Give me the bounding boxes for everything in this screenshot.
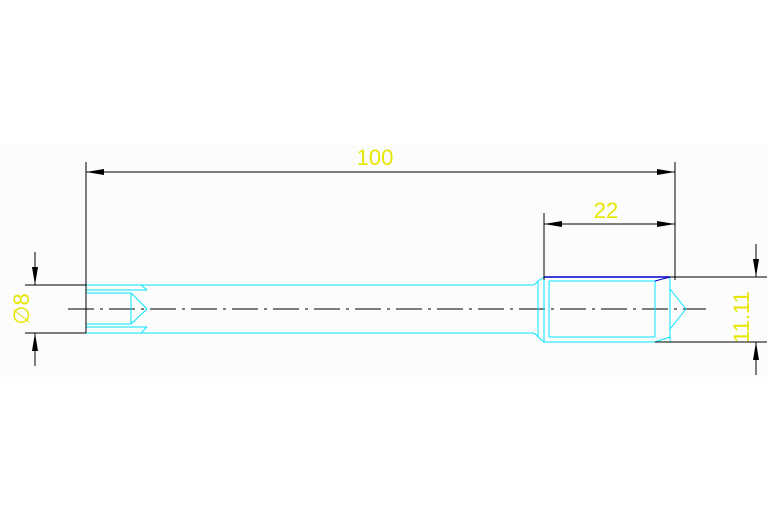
thread-step-top [140, 284, 148, 291]
dimension-text-step-length: 22 [594, 198, 618, 223]
arrow-dia8-top [32, 267, 38, 285]
arrow-dia11-top [753, 259, 759, 277]
dimension-text-large-diameter: 11.11 [729, 291, 754, 343]
arrow-step-right [657, 221, 675, 227]
chamfer-left-top [537, 276, 545, 282]
chamfer-left-bottom [537, 336, 545, 343]
thread-step-bottom [140, 326, 148, 334]
tip-bottom [669, 308, 687, 330]
top-chamfer [654, 276, 671, 282]
dimension-lines [25, 162, 767, 375]
thread-cone-bottom [130, 308, 148, 325]
tip-top [669, 288, 687, 310]
drawing-area [0, 145, 767, 377]
arrow-overall-right [657, 169, 675, 175]
thread-cone-top [130, 292, 148, 310]
arrow-overall-left [86, 169, 104, 175]
arrow-dia11-bottom [753, 342, 759, 360]
shaft-outline [85, 276, 687, 343]
arrow-step-left [544, 221, 562, 227]
dimension-text-small-diameter: ∅8 [9, 293, 34, 324]
arrow-dia8-bottom [32, 333, 38, 351]
dimension-text-overall-length: 100 [357, 145, 394, 170]
end-chamfer-bottom [654, 336, 671, 343]
